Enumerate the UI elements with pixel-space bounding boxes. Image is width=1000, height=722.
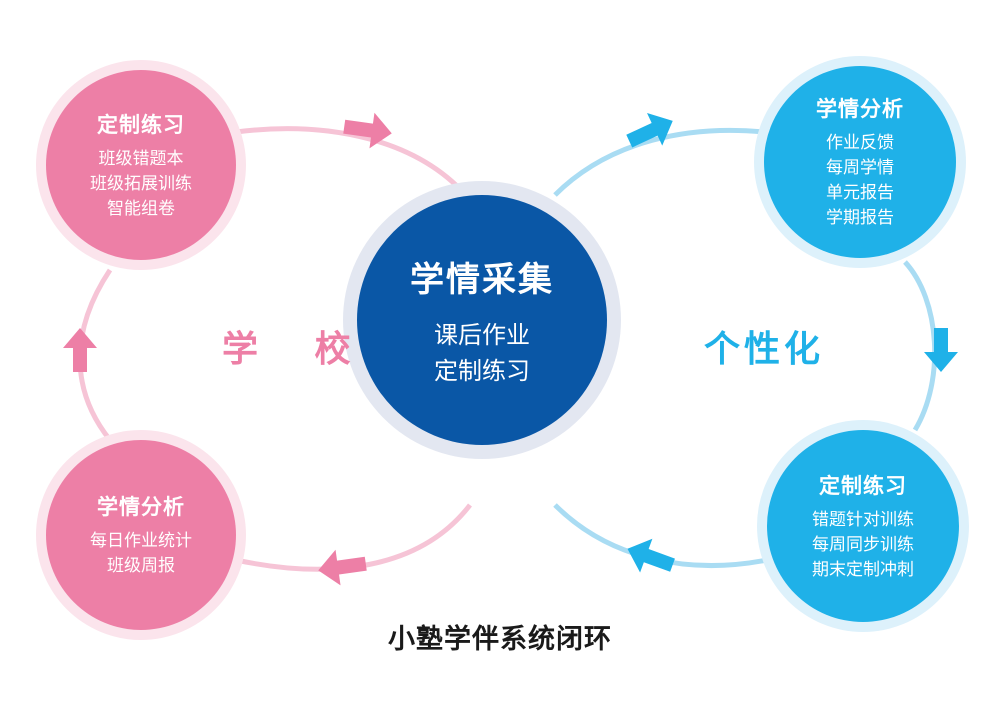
school-analysis-title: 学情分析: [97, 495, 185, 519]
personal-loop-right-arc: [903, 260, 938, 432]
personal-practice-item: 每周同步训练: [812, 534, 914, 555]
personal-loop-top-arc: [553, 127, 765, 197]
arrow-right-icon: [626, 112, 673, 148]
school-practice-title: 定制练习: [97, 112, 185, 137]
school-loop-bottom-arc: [235, 503, 472, 572]
personal-practice-title: 定制练习: [819, 473, 907, 498]
arrow-left-icon: [627, 538, 675, 573]
personal-analysis-item: 作业反馈: [826, 133, 894, 153]
school-analysis-node: 学情分析 每日作业统计 班级周报: [46, 440, 236, 630]
diagram-caption: 小塾学伴系统闭环: [388, 624, 612, 655]
school-practice-item: 班级拓展训练: [90, 173, 192, 194]
personal-analysis-item: 每周学情: [826, 158, 894, 178]
school-practice-node: 定制练习 班级错题本 班级拓展训练 智能组卷: [46, 70, 236, 260]
school-analysis-item: 班级周报: [107, 556, 175, 576]
school-loop-top-arc: [235, 126, 472, 202]
arrow-up-icon: [63, 328, 97, 372]
personal-practice-item: 错题针对训练: [812, 509, 914, 530]
center-node-item: 课后作业: [434, 320, 530, 349]
arrow-left-icon: [318, 549, 367, 586]
personal-analysis-item: 学期报告: [826, 208, 894, 228]
personal-practice-item: 期末定制冲刺: [812, 559, 914, 580]
personal-practice-node: 定制练习 错题针对训练 每周同步训练 期末定制冲刺: [767, 430, 959, 622]
center-node-item: 定制练习: [434, 356, 530, 385]
school-practice-item: 班级错题本: [98, 148, 184, 169]
arrow-right-icon: [343, 112, 392, 149]
school-practice-item: 智能组卷: [107, 198, 175, 219]
personal-analysis-item: 单元报告: [826, 183, 894, 203]
personal-analysis-title: 学情分析: [816, 97, 904, 121]
school-label: 学 校: [222, 329, 373, 370]
center-node-title: 学情采集: [410, 259, 554, 300]
personal-label: 个性化: [704, 329, 825, 370]
school-analysis-item: 每日作业统计: [90, 531, 192, 551]
arrow-down-icon: [924, 328, 958, 372]
center-node: 学情采集 课后作业 定制练习: [357, 195, 607, 445]
personal-analysis-node: 学情分析 作业反馈 每周学情 单元报告 学期报告: [764, 66, 956, 258]
